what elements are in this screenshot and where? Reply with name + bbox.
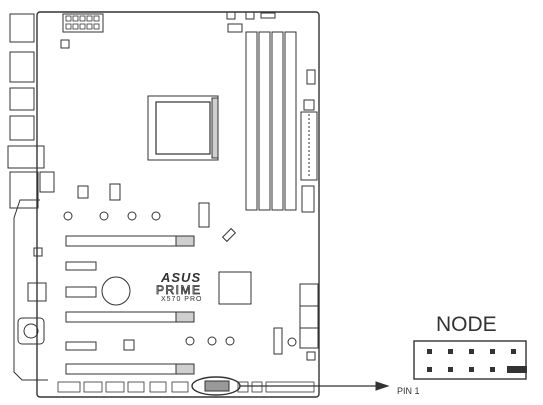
small-square-1 <box>33 247 43 257</box>
diag-led <box>221 227 237 243</box>
node-pin <box>469 367 474 372</box>
cpu-socket <box>147 95 219 161</box>
pin1-arrowhead <box>375 381 390 391</box>
bottom-headers <box>57 381 315 393</box>
audio-header <box>17 317 45 345</box>
brand-asus: ASUS <box>160 270 201 285</box>
chipset <box>218 271 252 305</box>
edge-chip <box>306 351 316 361</box>
node-pin <box>427 349 432 354</box>
node-pin-array <box>427 349 527 373</box>
m2-slot-top <box>198 202 210 228</box>
brand-model: X570 PRO <box>161 296 202 303</box>
brand-prime: PRIME <box>156 283 202 297</box>
node-pin <box>490 349 495 354</box>
sata-connector <box>301 185 315 213</box>
node-pin <box>511 349 516 354</box>
node-label: NODE <box>436 313 497 336</box>
right-header-strip <box>306 69 316 85</box>
io-chip <box>77 185 89 199</box>
m2-slot-bottom <box>273 327 283 355</box>
fan-header-small <box>303 99 315 111</box>
dimm-slots <box>245 31 297 211</box>
node-pin <box>448 367 453 372</box>
small-square-2 <box>123 339 135 351</box>
node-pin-1 <box>507 366 527 373</box>
audio-chip <box>27 282 47 302</box>
top-connectors <box>60 11 276 49</box>
io-chip-2 <box>109 183 121 201</box>
audio-header-icon <box>23 323 39 339</box>
mounting-holes <box>63 211 297 347</box>
usb-stack <box>299 283 319 349</box>
node-connector-body <box>413 340 527 380</box>
node-pin <box>490 367 495 372</box>
atx-power-connector <box>300 111 318 181</box>
rear-io-ports <box>7 13 55 209</box>
node-header-onboard <box>204 380 230 392</box>
board-outline <box>36 11 320 398</box>
audio-trace <box>13 199 48 381</box>
node-pin <box>427 367 432 372</box>
node-pin <box>469 349 474 354</box>
pin1-label: PIN 1 <box>397 386 420 396</box>
pcie-slots <box>65 235 195 375</box>
node-pin <box>448 349 453 354</box>
